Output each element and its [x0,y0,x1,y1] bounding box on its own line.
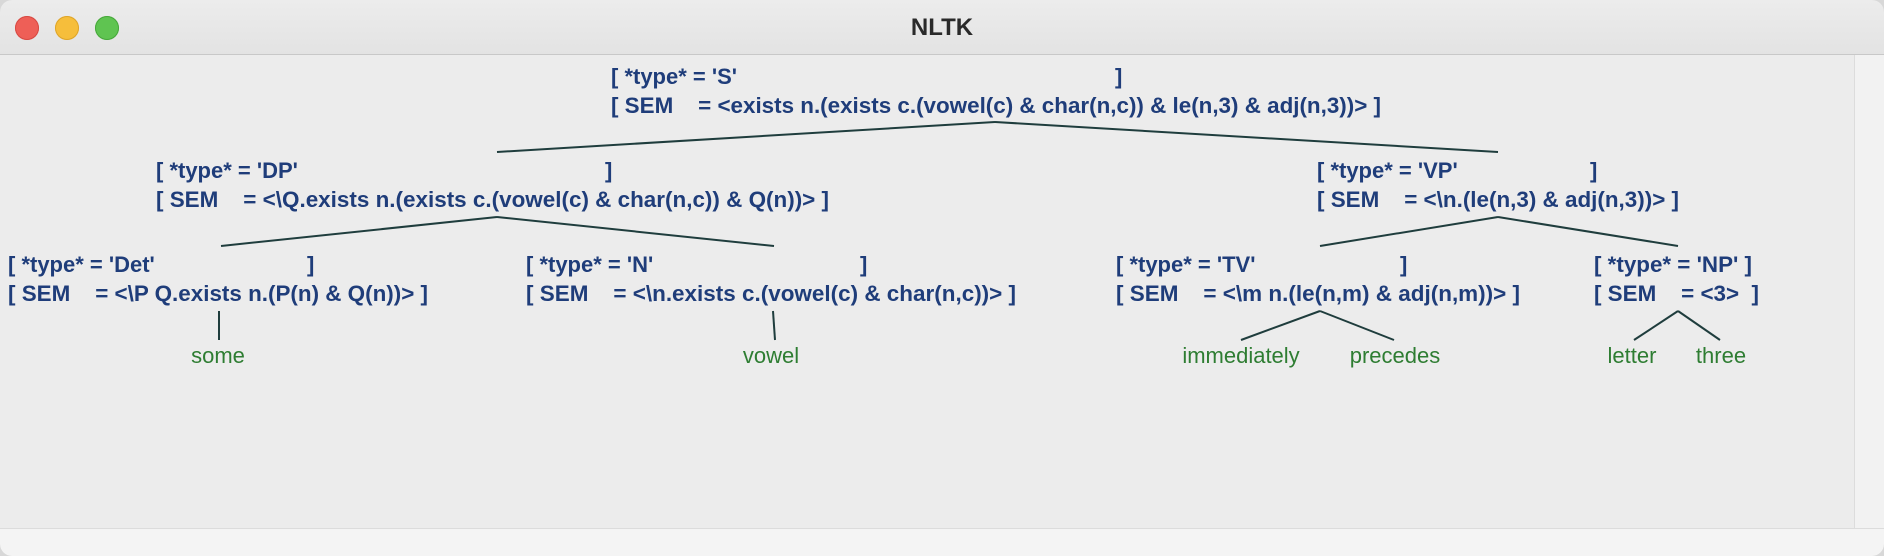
leaf-immediately[interactable]: immediately [1182,343,1299,368]
edge-s-vp [994,121,1499,153]
edge-s-dp [496,121,996,153]
vertical-scrollbar[interactable] [1854,55,1884,528]
node-dp[interactable]: [ *type* = 'DP' ] [ SEM = <\Q.exists n.(… [156,158,829,212]
node-det[interactable]: [ *type* = 'Det' ] [ SEM = <\P Q.exists … [8,252,428,306]
node-np[interactable]: [ *type* = 'NP' ] [ SEM = <3> ] [1594,252,1759,306]
node-det-sem: [ SEM = <\P Q.exists n.(P(n) & Q(n))> ] [8,281,428,306]
node-np-sem: [ SEM = <3> ] [1594,281,1759,306]
zoom-window-button[interactable] [95,16,119,40]
node-dp-type: [ *type* = 'DP' [156,158,298,183]
node-vp-type: [ *type* = 'VP' [1317,158,1458,183]
minimize-window-button[interactable] [55,16,79,40]
tree-edges [218,121,1721,341]
node-n-type: [ *type* = 'N' [526,252,653,277]
leaf-three[interactable]: three [1696,343,1746,368]
node-s-type-bracket: ] [1115,64,1122,89]
tree-leaves: some vowel immediately precedes letter t… [191,343,1746,368]
node-det-type: [ *type* = 'Det' [8,252,155,277]
node-dp-sem: [ SEM = <\Q.exists n.(exists c.(vowel(c)… [156,187,829,212]
window-title: NLTK [910,14,974,41]
edge-vp-tv [1319,216,1499,247]
node-vp[interactable]: [ *type* = 'VP' ] [ SEM = <\n.(le(n,3) &… [1317,158,1679,212]
node-tv[interactable]: [ *type* = 'TV' ] [ SEM = <\m n.(le(n,m)… [1116,252,1520,306]
node-dp-type-bracket: ] [605,158,612,183]
node-np-type: [ *type* = 'NP' ] [1594,252,1752,277]
edge-np-letter [1633,310,1679,341]
edge-np-three [1677,310,1721,341]
node-n-sem: [ SEM = <\n.exists c.(vowel(c) & char(n,… [526,281,1016,306]
node-vp-type-bracket: ] [1590,158,1597,183]
node-tv-type: [ *type* = 'TV' [1116,252,1255,277]
leaf-vowel[interactable]: vowel [743,343,799,368]
close-window-button[interactable] [15,16,39,40]
edge-tv-immediately [1240,310,1321,341]
node-tv-type-bracket: ] [1400,252,1407,277]
node-s[interactable]: [ *type* = 'S' ] [ SEM = <exists n.(exis… [611,64,1381,118]
edge-n-vowel [772,310,776,341]
node-s-type: [ *type* = 'S' [611,64,737,89]
edge-dp-det [220,216,498,247]
leaf-precedes[interactable]: precedes [1350,343,1441,368]
node-det-type-bracket: ] [307,252,314,277]
title-bar[interactable]: NLTK [0,0,1884,55]
node-vp-sem: [ SEM = <\n.(le(n,3) & adj(n,3))> ] [1317,187,1679,212]
horizontal-scrollbar[interactable] [0,528,1884,556]
node-tv-sem: [ SEM = <\m n.(le(n,m) & adj(n,m))> ] [1116,281,1520,306]
tree-canvas [0,55,1854,528]
node-n[interactable]: [ *type* = 'N' ] [ SEM = <\n.exists c.(v… [526,252,1016,306]
edge-tv-precedes [1319,310,1395,341]
edge-dp-n [496,216,775,247]
node-n-type-bracket: ] [860,252,867,277]
edge-vp-np [1497,216,1679,247]
node-s-sem: [ SEM = <exists n.(exists c.(vowel(c) & … [611,93,1381,118]
leaf-letter[interactable]: letter [1608,343,1657,368]
leaf-some[interactable]: some [191,343,245,368]
